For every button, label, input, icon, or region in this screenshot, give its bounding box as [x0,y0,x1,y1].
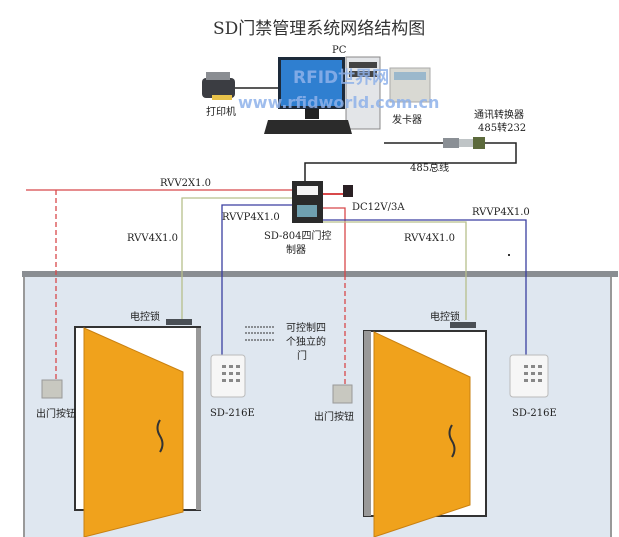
lock-label-1: 电控锁 [130,310,160,323]
cable-label-left-olive: RVV4X1.0 [127,233,178,244]
note-line2: 个独立的 [286,335,326,348]
exit-button-label-1: 出门按钮 [36,407,76,420]
wall-top [22,271,618,277]
door-2 [363,330,487,537]
card-issuer-label: 发卡器 [392,113,422,126]
cable-blue-right [322,219,527,356]
exit-button-1-icon [41,379,63,399]
note-line1: 可控制四 [286,321,326,334]
cable-label-right-olive: RVV4X1.0 [404,233,455,244]
reader-label-1: SD-216E [210,408,255,419]
exit-button-2-icon [332,384,353,404]
lock-label-2: 电控锁 [430,310,460,323]
door-handle-icon [156,419,164,453]
reader-label-2: SD-216E [512,408,557,419]
lock-2-icon [450,322,476,328]
converter-label-line1: 通讯转换器 [474,108,524,121]
reader-2-icon [509,354,549,398]
door-1 [74,326,201,537]
converter-icon [443,137,485,149]
controller-label-line1: SD-804四门控 [264,229,332,242]
exit-button-label-2: 出门按钮 [314,410,354,423]
printer-label: 打印机 [206,105,236,118]
cable-label-left-red: RVV2X1.0 [160,178,211,189]
watermark-line2: www.rfidworld.com.cn [238,93,439,112]
cable-olive-left [181,197,292,320]
door-handle-icon [448,424,456,458]
cable-blue-left [221,204,292,356]
computer-icon [264,56,381,134]
card-issuer-icon [389,67,431,103]
converter-label-line2: 485转232 [478,121,526,134]
pc-label: PC [332,45,347,56]
watermark-line1: RFID世界网 [293,68,389,88]
cable-label-left-blue: RVVP4X1.0 [222,212,280,223]
note-line3: 门 [297,349,307,362]
reader-1-icon [210,354,246,398]
bus-label: 485总线 [410,161,449,174]
power-label: DC12V/3A [352,202,405,213]
controller-label-line2: 制器 [286,243,306,256]
power-supply-icon [343,185,353,197]
cable-olive-right [322,221,467,320]
lock-1-icon [166,319,192,325]
printer-icon [202,72,235,100]
controller-icon [292,181,323,223]
cable-label-right-blue: RVVP4X1.0 [472,207,530,218]
page-title: SD门禁管理系统网络结构图 [213,19,425,39]
note-legend-lines [245,326,275,341]
